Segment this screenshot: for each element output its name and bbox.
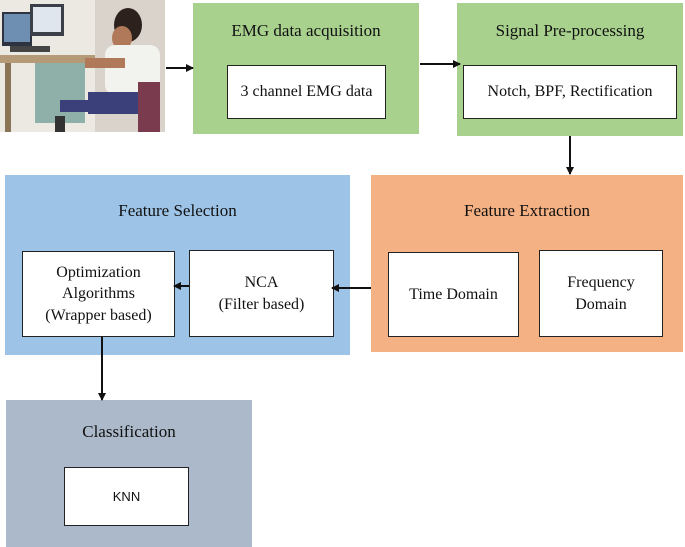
optimization-box: Optimization Algorithms (Wrapper based) (22, 251, 175, 337)
feature-extraction-title: Feature Extraction (463, 201, 591, 220)
feature-selection-panel: Feature Selection Optimization Algorithm… (5, 175, 350, 355)
emg-setup-photo (0, 0, 165, 132)
optimization-line2: Algorithms (62, 285, 135, 303)
knn-label: KNN (112, 488, 141, 504)
filter-label: Notch, BPF, Rectification (487, 83, 653, 101)
emg-acquisition-panel: EMG data acquisition 3 channel EMG data (193, 3, 419, 134)
nca-line2: (Filter based) (218, 295, 305, 313)
classification-panel: Classification KNN (6, 400, 252, 547)
feature-extraction-panel: Feature Extraction Time Domain Frequency… (371, 175, 683, 352)
preprocessing-panel: Signal Pre-processing Notch, BPF, Rectif… (457, 3, 683, 136)
frequency-label-line1: Frequency (567, 273, 635, 291)
nca-box: NCA (Filter based) (189, 250, 334, 337)
time-domain-box: Time Domain (388, 252, 519, 337)
optimization-line1: Optimization (56, 263, 141, 281)
knn-box: KNN (64, 467, 189, 526)
frequency-domain-box: Frequency Domain (539, 250, 663, 337)
emg-data-label: 3 channel EMG data (240, 83, 373, 101)
nca-line1: NCA (244, 273, 279, 291)
frequency-label-line2: Domain (575, 295, 627, 313)
classification-title: Classification (82, 422, 176, 441)
time-domain-label: Time Domain (409, 285, 498, 303)
optimization-line3: (Wrapper based) (45, 306, 152, 324)
feature-selection-title: Feature Selection (118, 201, 237, 220)
filter-box: Notch, BPF, Rectification (463, 65, 677, 119)
emg-acquisition-title: EMG data acquisition (231, 21, 381, 40)
preprocessing-title: Signal Pre-processing (495, 21, 645, 40)
emg-data-box: 3 channel EMG data (227, 65, 386, 119)
